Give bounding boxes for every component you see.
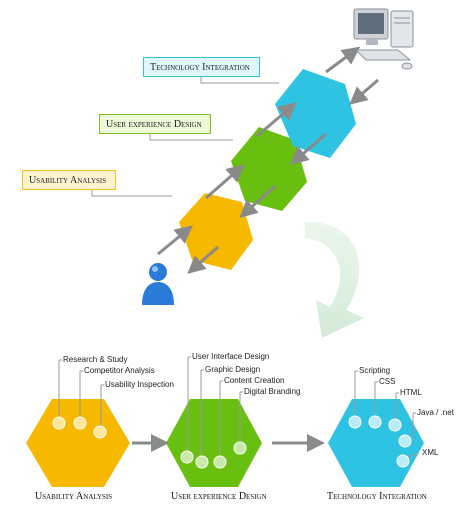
caption-usability-analysis: Usability Analysis — [35, 491, 113, 502]
hexagon-ux-top — [231, 127, 307, 211]
note-scripting: Scripting — [359, 366, 391, 375]
leader-line-ux — [149, 134, 233, 141]
arrow-technology-to-computer — [325, 46, 361, 74]
caption-user-experience-design: User experience Design — [171, 491, 267, 502]
computer-icon — [353, 8, 414, 70]
arrow-usability-to-ux — [205, 164, 245, 200]
arrow-usability-to-user — [187, 245, 219, 274]
note-digital-branding: Digital Branding — [244, 387, 301, 396]
hexagon-usability-bottom — [26, 399, 130, 487]
label-technology-integration: Technology Integration — [143, 57, 260, 77]
caption-technology-integration: Technology Integration — [327, 491, 427, 502]
hexagon-usability-top — [179, 193, 253, 270]
note-content-creation: Content Creation — [224, 376, 285, 385]
dots-technology — [348, 415, 412, 468]
arrow-computer-to-technology — [349, 78, 379, 105]
note-xml: XML — [422, 448, 439, 457]
arrow-ux-to-usability — [239, 184, 277, 219]
arrow-technology-to-ux — [290, 132, 327, 165]
note-usability-inspection: Usability Inspection — [105, 380, 174, 389]
note-graphic-design: Graphic Design — [205, 365, 261, 374]
note-java-net: Java / .net — [417, 408, 454, 417]
label-user-experience-design: User experience Design — [99, 114, 211, 134]
note-css: CSS — [379, 377, 396, 386]
user-icon — [142, 263, 174, 305]
dots-ux — [180, 441, 247, 469]
hexagon-ux-bottom — [166, 399, 262, 487]
curved-arrow-icon — [305, 221, 364, 338]
note-competitor-analysis: Competitor Analysis — [84, 366, 155, 375]
note-html: HTML — [400, 388, 422, 397]
note-research-study: Research & Study — [63, 355, 128, 364]
arrow-ux-to-technology — [256, 102, 297, 138]
note-user-interface-design: User Interface Design — [192, 352, 270, 361]
leaders-ux — [187, 356, 243, 460]
leaders-usability — [58, 359, 104, 430]
label-usability-analysis: Usability Analysis — [22, 170, 116, 190]
hexagon-technology-top — [275, 69, 356, 158]
arrow-user-to-usability — [157, 225, 193, 256]
leader-line-technology — [200, 77, 279, 84]
dots-usability — [52, 416, 107, 439]
leader-line-usability — [91, 190, 172, 197]
